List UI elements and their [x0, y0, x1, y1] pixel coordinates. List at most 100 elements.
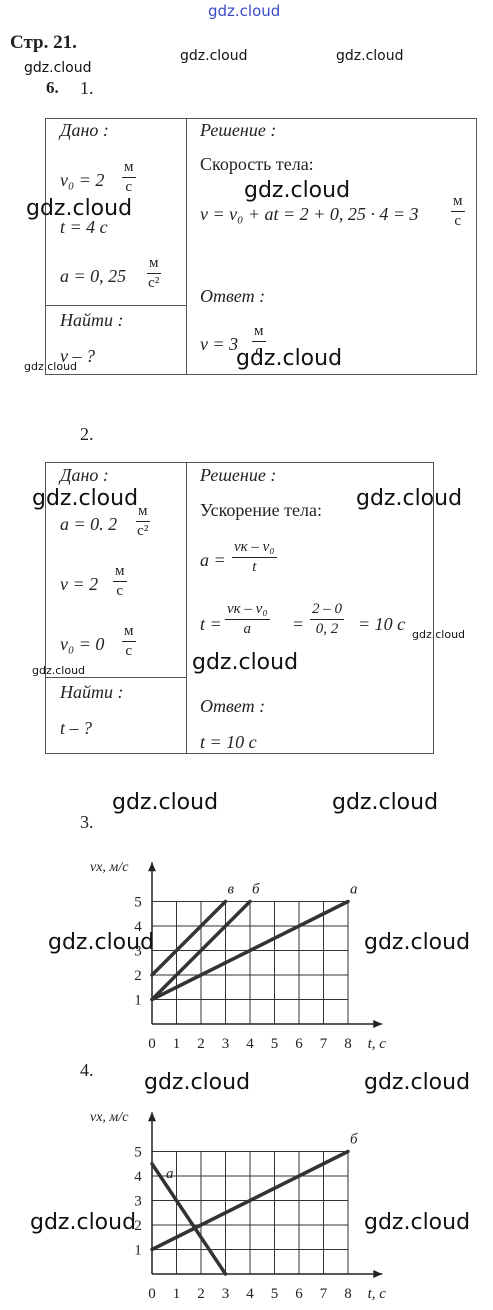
watermark: gdz.cloud	[356, 486, 463, 511]
y-tick-label: 4	[134, 919, 142, 935]
answer-label: Ответ :	[200, 696, 266, 716]
y-tick-label: 1	[134, 1243, 142, 1259]
watermark: gdz.cloud	[336, 48, 404, 64]
x-axis-arrow	[373, 1020, 383, 1028]
given-t: t = 4 с	[60, 217, 108, 237]
x-axis-label: t, с	[368, 1286, 387, 1302]
watermark: gdz.cloud	[24, 360, 78, 373]
series-line-б	[150, 899, 252, 1002]
series-label-а: а	[350, 882, 358, 898]
y-tick-label: 2	[134, 1218, 142, 1234]
x-tick-label: 5	[271, 1286, 279, 1302]
solution-text: Ускорение тела:	[200, 500, 322, 520]
given-label: Дано :	[60, 120, 109, 140]
given-label: Дано :	[60, 465, 109, 485]
series-label-в: в	[228, 882, 235, 898]
y-axis-label: vx, м/с	[90, 860, 129, 875]
x-tick-label: 6	[295, 1036, 303, 1052]
series-line-б	[150, 1149, 350, 1252]
y-tick-label: 5	[134, 1145, 142, 1161]
watermark: gdz.cloud	[364, 930, 471, 955]
part-label-2: 2.	[80, 424, 94, 444]
find-label: Найти :	[60, 682, 124, 702]
find-value: v – ?	[60, 346, 95, 366]
x-tick-label: 6	[295, 1286, 303, 1302]
y-axis-label: vx, м/с	[90, 1110, 129, 1125]
watermark: gdz.cloud	[144, 1070, 251, 1095]
formula2-lhs: t =	[200, 614, 222, 634]
watermark: gdz.cloud	[32, 486, 139, 511]
solution-formula: v = v₀ + at = 2 + 0, 25 · 4 = 3	[200, 204, 419, 224]
watermark: gdz.cloud	[112, 790, 219, 815]
watermark: gdz.cloud	[412, 628, 466, 641]
given-v0: v₀ = 2	[60, 170, 105, 190]
x-tick-label: 2	[197, 1286, 205, 1302]
x-tick-label: 5	[271, 1036, 279, 1052]
watermark: gdz.cloud	[364, 1070, 471, 1095]
answer-label: Ответ :	[200, 286, 266, 306]
y-tick-label: 3	[134, 1194, 142, 1210]
answer-value: v = 3	[200, 334, 239, 354]
solution-cell	[186, 118, 477, 375]
solution-label: Решение :	[200, 465, 277, 485]
watermark-top: gdz.cloud	[208, 2, 281, 20]
given-v: v = 2	[60, 574, 99, 594]
answer-value: t = 10 с	[200, 732, 257, 752]
part-label-4: 4.	[80, 1060, 94, 1080]
series-line-в	[150, 899, 228, 977]
watermark: gdz.cloud	[236, 346, 343, 371]
y-tick-label: 5	[134, 895, 142, 911]
x-tick-label: 1	[173, 1286, 181, 1302]
x-tick-label: 0	[148, 1036, 156, 1052]
series-label-а: а	[166, 1166, 174, 1182]
x-tick-label: 8	[344, 1286, 352, 1302]
x-axis-arrow	[373, 1270, 383, 1278]
solution-text: Скорость тела:	[200, 154, 314, 174]
x-tick-label: 7	[320, 1286, 328, 1302]
formula1-lhs: a =	[200, 550, 226, 570]
y-tick-label: 3	[134, 944, 142, 960]
solution-label: Решение :	[200, 120, 277, 140]
watermark: gdz.cloud	[180, 48, 248, 64]
x-tick-label: 3	[222, 1036, 230, 1052]
series-label-б: б	[252, 882, 260, 898]
y-tick-label: 4	[134, 1169, 142, 1185]
x-tick-label: 4	[246, 1036, 254, 1052]
watermark: gdz.cloud	[244, 178, 351, 203]
given-a: a = 0. 2	[60, 514, 118, 534]
watermark: gdz.cloud	[48, 930, 155, 955]
page-header: Стр. 21.	[10, 32, 77, 53]
watermark: gdz.cloud	[364, 1210, 471, 1235]
watermark: gdz.cloud	[24, 60, 92, 76]
x-tick-label: 1	[173, 1036, 181, 1052]
part-label-3: 3.	[80, 812, 94, 832]
x-tick-label: 8	[344, 1036, 352, 1052]
x-tick-label: 0	[148, 1286, 156, 1302]
y-axis-arrow	[148, 1112, 156, 1122]
find-label: Найти :	[60, 310, 124, 330]
given-v0: v₀ = 0	[60, 634, 105, 654]
solution-cell	[186, 462, 434, 754]
series-label-б: б	[350, 1132, 358, 1148]
watermark: gdz.cloud	[26, 196, 133, 221]
x-tick-label: 3	[222, 1286, 230, 1302]
formula2-eq: =	[292, 614, 305, 634]
part-label-1: 1.	[80, 78, 94, 98]
find-value: t – ?	[60, 718, 93, 738]
watermark: gdz.cloud	[30, 1210, 137, 1235]
y-tick-label: 2	[134, 968, 142, 984]
y-tick-label: 1	[134, 993, 142, 1009]
formula2-result: = 10 с	[358, 614, 406, 634]
watermark: gdz.cloud	[192, 650, 299, 675]
x-tick-label: 7	[320, 1036, 328, 1052]
x-axis-label: t, с	[368, 1036, 387, 1052]
watermark: gdz.cloud	[332, 790, 439, 815]
